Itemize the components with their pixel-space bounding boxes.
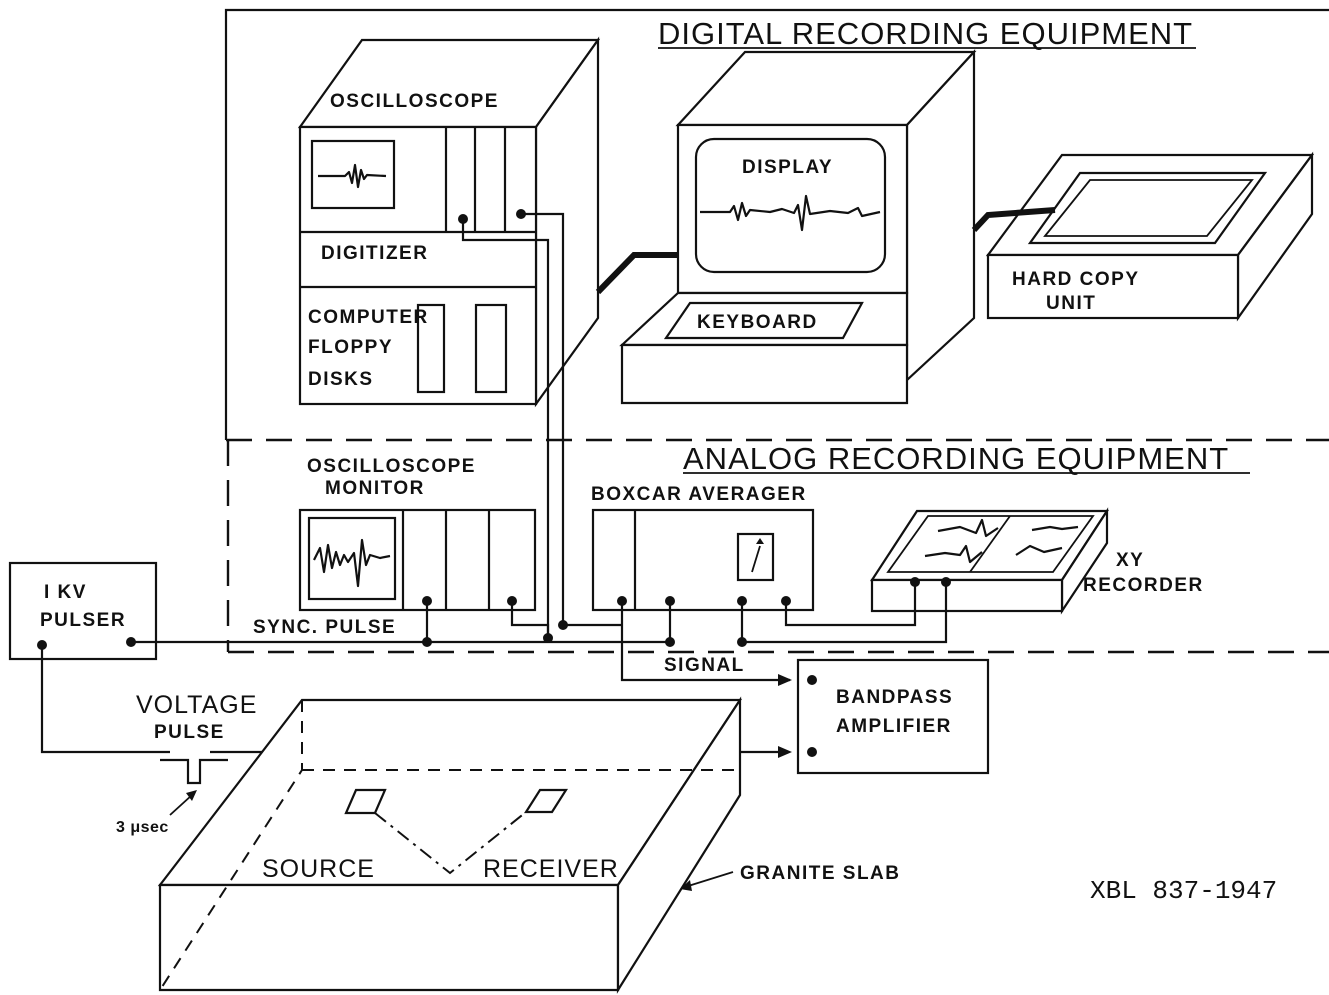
connection-dots (37, 209, 951, 757)
oscilloscope-monitor-label-1: OSCILLOSCOPE (307, 456, 476, 477)
bandpass-amplifier: BANDPASS AMPLIFIER (796, 658, 990, 775)
granite-slab: SOURCE RECEIVER GRANITE SLAB (157, 696, 901, 994)
bandpass-label-1: BANDPASS (836, 687, 953, 708)
boxcar-meter (736, 532, 775, 582)
display-waveform (700, 194, 881, 232)
signal-label: SIGNAL (664, 655, 745, 676)
hard-copy-label: HARD COPY (1012, 269, 1140, 290)
computer-display-cable (595, 252, 678, 295)
digital-section: DIGITAL RECORDING EQUIPMENT (224, 8, 1329, 440)
oscilloscope-digitizer-computer-unit: OSCILLOSCOPE DIGITIZER COMPUTER FLOPPY D… (297, 36, 601, 408)
floppy-slot-2 (474, 303, 508, 394)
display-label: DISPLAY (742, 157, 833, 178)
analog-section: ANALOG RECORDING EQUIPMENT (226, 438, 1329, 654)
bandpass-label-2: AMPLIFIER (836, 716, 952, 737)
pulse-label: PULSE (154, 722, 225, 743)
display-terminal: DISPLAY KEYBOARD (619, 49, 977, 405)
display-hardcopy-cable (971, 207, 1056, 233)
oscilloscope-label: OSCILLOSCOPE (330, 91, 499, 112)
receiver-transducer (523, 788, 569, 814)
granite-slab-label: GRANITE SLAB (740, 863, 901, 884)
xy-label: XY (1116, 550, 1144, 571)
keyboard (663, 301, 864, 340)
wave-ray-path (374, 811, 527, 875)
kv-pulser: I KV PULSER (8, 561, 158, 661)
keyboard-label: KEYBOARD (697, 312, 818, 333)
floppy-slot-1 (416, 303, 446, 394)
sync-pulse-label: SYNC. PULSE (253, 617, 396, 638)
pulser-label-1: I KV (44, 582, 87, 603)
voltage-label: VOLTAGE (136, 691, 257, 719)
floppy-label: FLOPPY (308, 337, 393, 358)
oscilloscope-waveform (318, 163, 387, 189)
wiring (40, 212, 948, 816)
recorder-label: RECORDER (1083, 575, 1204, 596)
monitor-waveform (313, 538, 391, 588)
receiver-label: RECEIVER (483, 855, 619, 883)
disks-label: DISKS (308, 369, 374, 390)
display-screen (694, 137, 887, 274)
boxcar-averager: BOXCAR AVERAGER (591, 484, 815, 612)
computer-label: COMPUTER (308, 307, 429, 328)
voltage-pulse-shape (160, 758, 228, 785)
digital-section-title: DIGITAL RECORDING EQUIPMENT (658, 16, 1193, 51)
unit-label: UNIT (1046, 293, 1096, 314)
pulse-width-label: 3 μsec (116, 819, 169, 836)
hard-copy-unit: HARD COPY UNIT (985, 151, 1315, 322)
analog-section-title: ANALOG RECORDING EQUIPMENT (683, 441, 1229, 476)
pulser-label-2: PULSER (40, 610, 126, 631)
oscilloscope-monitor: OSCILLOSCOPE MONITOR (298, 456, 537, 612)
figure-code-label: XBL 837-1947 (1090, 876, 1277, 906)
oscilloscope-monitor-label-2: MONITOR (325, 478, 425, 499)
digitizer-label: DIGITIZER (321, 243, 428, 264)
boxcar-averager-label: BOXCAR AVERAGER (591, 484, 807, 505)
xy-recorder: XY RECORDER (869, 507, 1204, 615)
source-label: SOURCE (262, 855, 375, 883)
